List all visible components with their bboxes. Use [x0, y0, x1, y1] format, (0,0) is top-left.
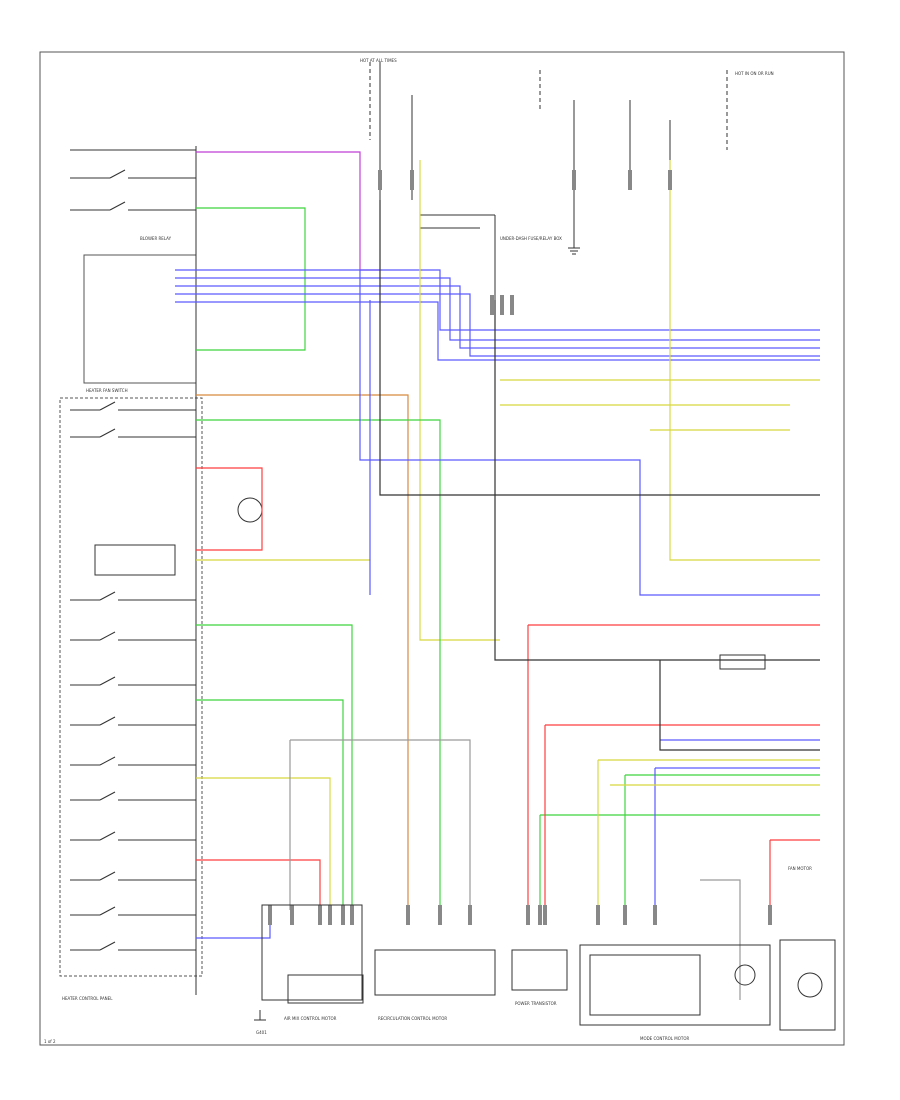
air-mix-motor-label: AIR MIX CONTROL MOTOR — [284, 1016, 337, 1021]
fan-switch-box — [83, 254, 197, 384]
air-mix-motor-box — [261, 904, 363, 1001]
wires — [175, 151, 820, 1000]
ground-symbols — [254, 240, 580, 1021]
mode-motor-label: MODE CONTROL MOTOR — [640, 1036, 689, 1041]
heater-control-panel-box — [59, 397, 203, 977]
power-transistor-label: POWER TRANSISTOR — [515, 1001, 557, 1006]
fuse-box-label: UNDER-DASH FUSE/RELAY BOX — [500, 236, 562, 241]
page-ref-label: 1 of 2 — [44, 1039, 56, 1044]
recirc-motor-box — [374, 949, 496, 996]
diagram-border — [39, 51, 845, 1046]
recirc-motor-label: RECIRCULATION CONTROL MOTOR — [378, 1016, 447, 1021]
fan-motor-box — [779, 939, 836, 1031]
panel-switches — [70, 149, 263, 951]
power-feeds — [369, 62, 728, 300]
hot-in-on-label: HOT IN ON OR RUN — [735, 71, 774, 76]
connectors — [268, 170, 772, 925]
hot-at-all-times-label: HOT AT ALL TIMES — [360, 58, 397, 63]
heater-control-panel-label: HEATER CONTROL PANEL — [62, 996, 113, 1001]
mode-motor-box — [579, 944, 771, 1026]
bottom-components — [261, 654, 836, 1031]
power-transistor-box — [511, 949, 568, 991]
ground-label: G401 — [256, 1030, 267, 1035]
blower-relay-label: BLOWER RELAY — [140, 236, 172, 241]
fan-motor-label: FAN MOTOR — [788, 866, 812, 871]
heater-fan-switch-label: HEATER FAN SWITCH — [86, 388, 128, 393]
